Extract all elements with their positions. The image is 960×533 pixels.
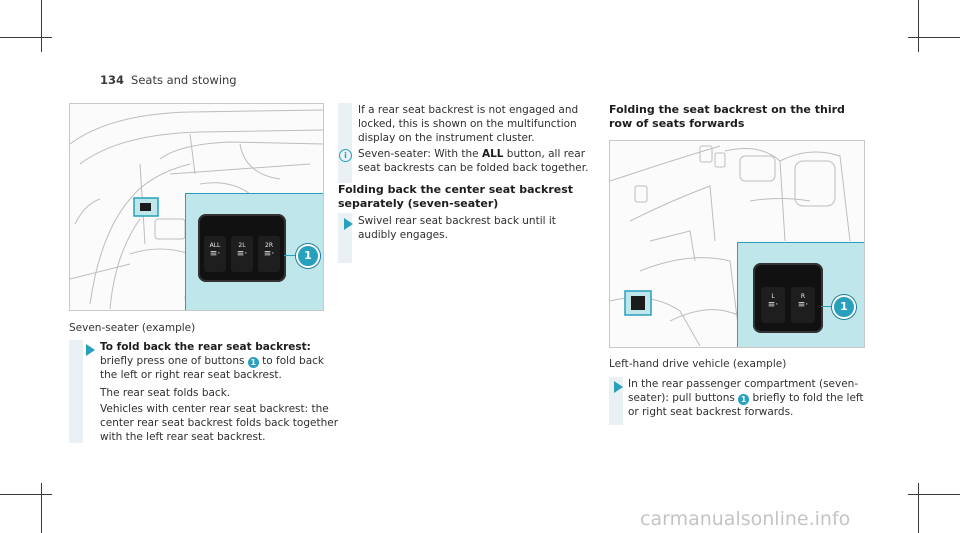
- warning-text: If a rear seat backrest is not engaged a…: [358, 104, 579, 144]
- third-row-illustration: [610, 145, 851, 347]
- step-bar: [69, 340, 83, 443]
- panel-button-2r[interactable]: 2R ≡⋅: [258, 236, 280, 272]
- section-heading-third-row: Folding the seat backrest on the third r…: [609, 103, 845, 130]
- button-label-2l: 2L: [238, 242, 246, 249]
- step-arrow-icon: [344, 218, 353, 230]
- step-swivel: Swivel rear seat backrest back until it …: [358, 215, 556, 241]
- crop-mark: [41, 483, 42, 533]
- info-icon: i: [339, 149, 352, 162]
- trunk-illustration: [70, 109, 323, 310]
- button-label-l: L: [771, 293, 775, 300]
- button-ref-badge: 1: [738, 394, 750, 405]
- button-label-2r: 2R: [265, 242, 273, 249]
- figure-third-row: L ≡⋅ R ≡⋅ 1: [609, 140, 865, 348]
- callout-1: 1: [296, 244, 320, 268]
- note-bar: [338, 103, 352, 183]
- seat-fold-icon: ≡⋅: [263, 249, 275, 259]
- crop-mark: [0, 37, 52, 38]
- crop-mark: [918, 0, 919, 52]
- seat-fold-icon: ≡⋅: [236, 249, 248, 259]
- figure-trunk-buttons: ALL ≡⋅ 2L ≡⋅ 2R ≡⋅ 1: [69, 103, 324, 311]
- seat-fold-icon: ≡⋅: [797, 300, 809, 310]
- step-pull-buttons: In the rear passenger compartment (seven…: [628, 377, 876, 419]
- crop-mark: [0, 494, 52, 495]
- step-fold-back: To fold back the rear seat backrest: bri…: [100, 340, 338, 382]
- button-ref-badge: 1: [247, 357, 259, 368]
- panel-button-r[interactable]: R ≡⋅: [791, 287, 815, 323]
- crop-mark: [908, 494, 960, 495]
- step-text-b: briefly to fold the left or right seat b…: [628, 392, 864, 418]
- step-text-a: In the rear passenger compartment (seven…: [628, 378, 859, 404]
- figure-caption-left: Seven-seater (example): [69, 322, 196, 334]
- button-panel: ALL ≡⋅ 2L ≡⋅ 2R ≡⋅: [198, 214, 286, 282]
- crop-mark: [41, 0, 42, 52]
- inset-panel: L ≡⋅ R ≡⋅ 1: [737, 242, 864, 347]
- info-bold: ALL: [481, 148, 504, 160]
- button-panel: L ≡⋅ R ≡⋅: [753, 263, 823, 333]
- callout-1: 1: [832, 295, 856, 319]
- step-arrow-icon: [614, 381, 623, 393]
- figure-caption-right: Left-hand drive vehicle (example): [609, 358, 787, 370]
- seat-fold-icon: ≡⋅: [767, 300, 779, 310]
- button-label-all: ALL: [209, 242, 221, 249]
- step-title: To fold back the rear seat backrest:: [100, 341, 311, 353]
- inset-panel: ALL ≡⋅ 2L ≡⋅ 2R ≡⋅ 1: [185, 193, 323, 310]
- page-header: 134 Seats and stowing: [100, 73, 237, 87]
- callout-line: [821, 306, 833, 307]
- info-text: Seven-seater: With the ALL button, all r…: [358, 147, 590, 175]
- callout-line: [284, 255, 298, 256]
- crop-mark: [918, 483, 919, 533]
- step-arrow-icon: [86, 344, 95, 356]
- step-text-b: to fold back the left or right rear seat…: [100, 355, 325, 381]
- watermark: carmanualsonline.info: [640, 508, 851, 530]
- center-seat-note: Vehicles with center rear seat backrest:…: [100, 403, 339, 443]
- info-post: button, all rear seat backrests can be f…: [358, 148, 589, 174]
- button-label-r: R: [800, 293, 806, 300]
- panel-button-l[interactable]: L ≡⋅: [761, 287, 785, 323]
- section-heading-center-seat: Folding back the center seat backrest se…: [338, 183, 574, 210]
- crop-mark: [908, 37, 960, 38]
- panel-button-all[interactable]: ALL ≡⋅: [204, 236, 226, 272]
- seat-fold-icon: ≡⋅: [209, 249, 221, 259]
- panel-button-2l[interactable]: 2L ≡⋅: [231, 236, 253, 272]
- info-pre: Seven-seater: With the: [358, 148, 482, 160]
- step-text-a: briefly press one of buttons: [100, 355, 245, 367]
- result-text: The rear seat folds back.: [100, 387, 231, 399]
- section-title: Seats and stowing: [131, 73, 237, 87]
- page-number: 134: [100, 73, 125, 87]
